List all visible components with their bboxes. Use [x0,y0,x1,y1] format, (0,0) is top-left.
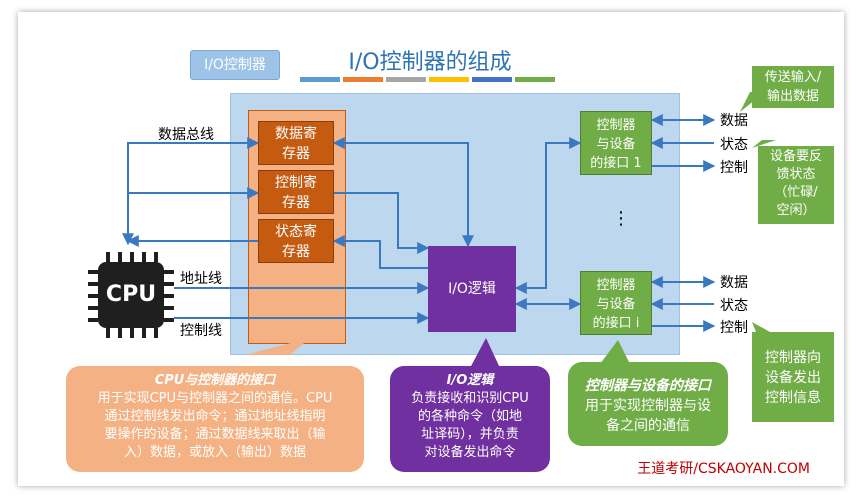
port-i-line-3: 的接口 i [592,316,640,331]
device-interface-i: 控制器 与设备 的接口 i [580,271,652,335]
io-logic-line-1: 负责接收和识别CPU [411,391,529,406]
cpu-pin [142,328,146,338]
cpu-pin [142,252,146,262]
cpu-interface-callout: CPU与控制器的接口 用于实现CPU与控制器之间的通信。CPU 通过控制线发出命… [66,366,364,472]
logic-callout-pointer [470,338,500,368]
control-line-label: 控制线 [180,323,222,339]
device-interface-line-1: 用于实现控制器与设 [585,398,711,414]
cpu-pin [88,294,98,298]
data-register-line-2: 存器 [282,146,310,162]
cpu-pin [106,252,110,262]
color-bar-segment [386,77,426,82]
address-line-label: 地址线 [180,271,222,287]
page-title: I/O控制器的组成 [348,50,512,75]
cpu-pin [164,306,174,310]
port-i-status-label: 状态 [720,298,748,314]
port-1-line-1: 控制器 [596,118,636,133]
data-register-line-1: 数据寄 [275,126,317,142]
control-register-link [334,192,430,254]
cpu-label: CPU [98,262,164,328]
color-bar-segment [472,77,512,82]
data-register-link [332,137,474,248]
status-register-line-1: 状态寄 [275,224,317,240]
cpu-pin [154,328,158,338]
control-register: 控制寄 存器 [258,170,334,214]
cpu-pin [130,328,134,338]
cpu-pin [88,306,98,310]
status-register-link [332,235,428,269]
io-logic-line-3: 址译码），并负责 [421,427,519,442]
device-interface-1: 控制器 与设备 的接口 1 [580,111,652,175]
io-logic-callout: I/O逻辑 负责接收和识别CPU 的各种命令（如地 址译码），并负责 对设备发出… [390,366,550,472]
control-info-callout: 控制器向 设备发出 控制信息 [752,332,834,422]
port-1-control-label: 控制 [720,160,748,176]
device-interface-callout: 控制器与设备的接口 用于实现控制器与设 备之间的通信 [568,362,728,446]
cpu-pin [106,328,110,338]
port-1-line-2: 与设备 [596,137,636,152]
cpu-callout-pointer [245,338,310,355]
cpu-pin [118,328,122,338]
io-logic-heading: I/O逻辑 [446,373,494,388]
status-register-line-2: 存器 [282,244,310,260]
ellipsis: ⋮ [612,208,630,229]
transfer-data-callout: 传送输入/ 输出数据 [752,66,834,108]
transfer-line-1: 传送输入/ [764,70,822,85]
port-i-line-1: 控制器 [596,278,636,293]
cpu-pin [88,270,98,274]
io-logic-line-4: 对设备发出命令 [424,445,516,460]
control-register-line-2: 存器 [282,195,310,211]
port-1-status-label: 状态 [720,137,748,153]
cpu-pin [164,282,174,286]
device-interface-heading: 控制器与设备的接口 [585,378,711,394]
cpu-pin [164,294,174,298]
control-info-line-2: 设备发出 [765,370,821,386]
control-info-line-1: 控制器向 [765,350,821,366]
status-register: 状态寄 存器 [258,219,334,263]
data-bus-label: 数据总线 [158,127,214,143]
cpu-pin [130,252,134,262]
io-logic-line-2: 的各种命令（如地 [417,409,522,424]
color-bar-segment [300,77,340,82]
logic-to-port-1 [514,137,582,294]
control-info-callout-pointer [752,322,770,332]
port-i-control-label: 控制 [720,320,748,336]
cpu-pin [88,282,98,286]
data-bus-to-data-register [122,137,260,246]
io-controller-tag: I/O控制器 [190,50,280,80]
cpu-pin [118,252,122,262]
cpu-interface-line-2: 通过控制线发出命令；通过地址线指明 [104,409,326,424]
color-bar-segment [515,77,555,82]
watermark: 王道考研/CSKAOYAN.COM [637,461,810,477]
device-callout-pointer [600,340,630,364]
device-interface-line-2: 备之间的通信 [606,418,690,434]
port-i-line-2: 与设备 [596,297,636,312]
port-i-data-label: 数据 [720,275,748,291]
cpu-interface-heading: CPU与控制器的接口 [154,373,276,388]
feedback-line-3: （忙碌/ [774,185,818,200]
data-register: 数据寄 存器 [258,121,334,165]
color-bar-segment [343,77,383,82]
feedback-line-2: 馈状态 [776,167,816,182]
port-1-data-label: 数据 [720,113,748,129]
cpu-pin [164,270,174,274]
color-bar-segment [429,77,469,82]
cpu-pin [154,252,158,262]
feedback-line-4: 空闲） [776,203,816,218]
cpu-pin [88,318,98,322]
transfer-line-2: 输出数据 [766,89,819,104]
io-logic-block: I/O逻辑 [428,246,516,332]
port-1-line-3: 的接口 1 [590,156,642,171]
control-register-line-1: 控制寄 [275,175,317,191]
cpu-interface-line-3: 要操作的设备；通过数据线来取出（输 [104,427,326,442]
status-feedback-callout: 设备要反 馈状态 （忙碌/ 空闲） [758,146,834,224]
feedback-line-1: 设备要反 [769,149,822,164]
control-info-line-3: 控制信息 [765,390,821,406]
cpu-interface-line-1: 用于实现CPU与控制器之间的通信。CPU [97,391,333,406]
cpu-pin [164,318,174,322]
cpu-interface-line-4: 入）数据，或放入（输出）数据 [123,445,306,460]
